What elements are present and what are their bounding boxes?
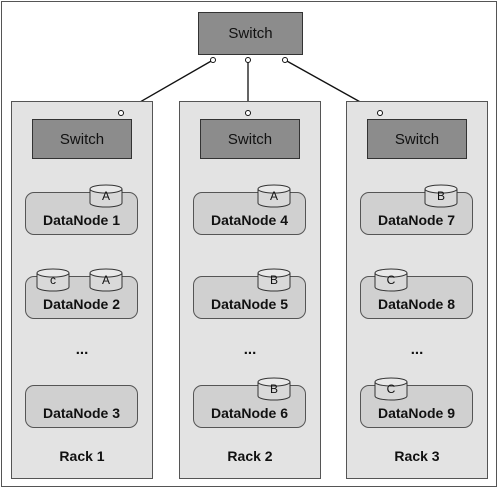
rack-switch-label: Switch bbox=[394, 130, 440, 148]
datanode-label: DataNode 5 bbox=[210, 296, 289, 312]
data-block-icon: c bbox=[36, 268, 70, 292]
link-endpoint bbox=[118, 110, 124, 116]
rack-switch: Switch bbox=[200, 119, 300, 159]
datanode-label: DataNode 7 bbox=[377, 212, 456, 228]
link-endpoint bbox=[377, 110, 383, 116]
datanode: DataNode 3 bbox=[25, 385, 138, 428]
link-endpoint bbox=[210, 57, 216, 63]
datanode-label: DataNode 2 bbox=[42, 296, 121, 312]
datanode: C DataNode 9 bbox=[360, 377, 473, 428]
data-block-icon: C bbox=[374, 268, 408, 292]
link-endpoint bbox=[282, 57, 288, 63]
rack-switch: Switch bbox=[367, 119, 467, 159]
rack-switch-label: Switch bbox=[59, 130, 105, 148]
rack-label: Rack 1 bbox=[59, 448, 105, 464]
block-label: A bbox=[269, 189, 278, 203]
rack-switch: Switch bbox=[32, 119, 132, 159]
datanode-label: DataNode 3 bbox=[42, 405, 121, 421]
data-block-icon: C bbox=[374, 377, 408, 401]
rack-3: Switch B DataNode 7 C DataNode 8 ... C D… bbox=[346, 101, 488, 479]
data-block-icon: A bbox=[89, 268, 123, 292]
core-switch: Switch bbox=[198, 12, 303, 55]
datanode: B DataNode 7 bbox=[360, 184, 473, 235]
link-endpoint bbox=[245, 110, 251, 116]
block-label: B bbox=[269, 382, 278, 396]
datanode: c A DataNode 2 bbox=[25, 268, 138, 319]
block-label: B bbox=[269, 273, 278, 287]
datanode: A DataNode 4 bbox=[193, 184, 306, 235]
datanode: B DataNode 5 bbox=[193, 268, 306, 319]
more-nodes-ellipsis: ... bbox=[243, 341, 257, 358]
rack-label: Rack 3 bbox=[394, 448, 440, 464]
block-label: B bbox=[436, 189, 445, 203]
data-block-icon: B bbox=[257, 268, 291, 292]
data-block-icon: B bbox=[424, 184, 458, 208]
datanode: C DataNode 8 bbox=[360, 268, 473, 319]
datanode-label: DataNode 6 bbox=[210, 405, 289, 421]
rack-2: Switch A DataNode 4 B DataNode 5 ... B D… bbox=[179, 101, 321, 479]
data-block-icon: A bbox=[257, 184, 291, 208]
more-nodes-ellipsis: ... bbox=[75, 341, 89, 358]
block-label: C bbox=[386, 273, 396, 287]
data-block-icon: A bbox=[89, 184, 123, 208]
more-nodes-ellipsis: ... bbox=[410, 341, 424, 358]
block-label: C bbox=[386, 382, 396, 396]
datanode-label: DataNode 1 bbox=[42, 212, 121, 228]
rack-label: Rack 2 bbox=[227, 448, 273, 464]
core-switch-label: Switch bbox=[228, 25, 273, 42]
block-label: A bbox=[101, 273, 110, 287]
datanode-label: DataNode 4 bbox=[210, 212, 289, 228]
data-block-icon: B bbox=[257, 377, 291, 401]
rack-switch-label: Switch bbox=[227, 130, 273, 148]
datanode: B DataNode 6 bbox=[193, 377, 306, 428]
rack-1: Switch A DataNode 1 c A DataNode 2 ... D… bbox=[11, 101, 153, 479]
link-endpoint bbox=[245, 57, 251, 63]
block-label: c bbox=[50, 273, 56, 287]
block-label: A bbox=[101, 189, 110, 203]
datanode: A DataNode 1 bbox=[25, 184, 138, 235]
datanode-label: DataNode 9 bbox=[377, 405, 456, 421]
datanode-label: DataNode 8 bbox=[377, 296, 456, 312]
